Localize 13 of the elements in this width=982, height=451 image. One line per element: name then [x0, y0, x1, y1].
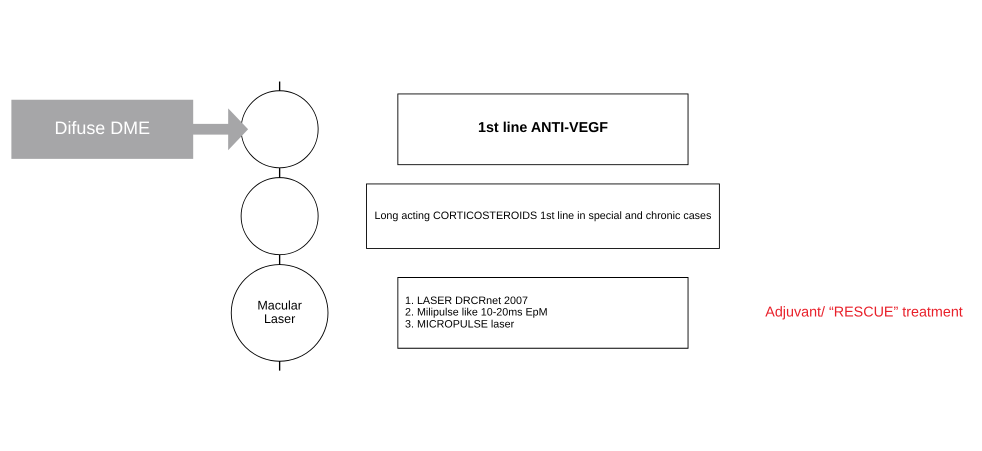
- connector: [278, 254, 280, 264]
- node-box: 1st line ANTI-VEGF: [397, 92, 688, 165]
- label: Adjuvant/ “RESCUE” treatment: [765, 304, 963, 320]
- node-box: Long acting CORTICOSTEROIDS 1st line in special and chronic cases: [366, 182, 720, 248]
- node-box: Difuse DME: [11, 99, 194, 158]
- connector: [278, 360, 280, 370]
- node-circle: [240, 90, 319, 168]
- node-box: 1. LASER DRCRnet 2007 2. Milipulse like 10-20ms EpM 3. MICROPULSE laser: [397, 276, 688, 348]
- connector: [278, 168, 280, 177]
- node-circle: Macular Laser: [230, 264, 328, 362]
- arrow: [192, 108, 248, 150]
- connector: [278, 81, 280, 90]
- node-circle: [240, 176, 319, 255]
